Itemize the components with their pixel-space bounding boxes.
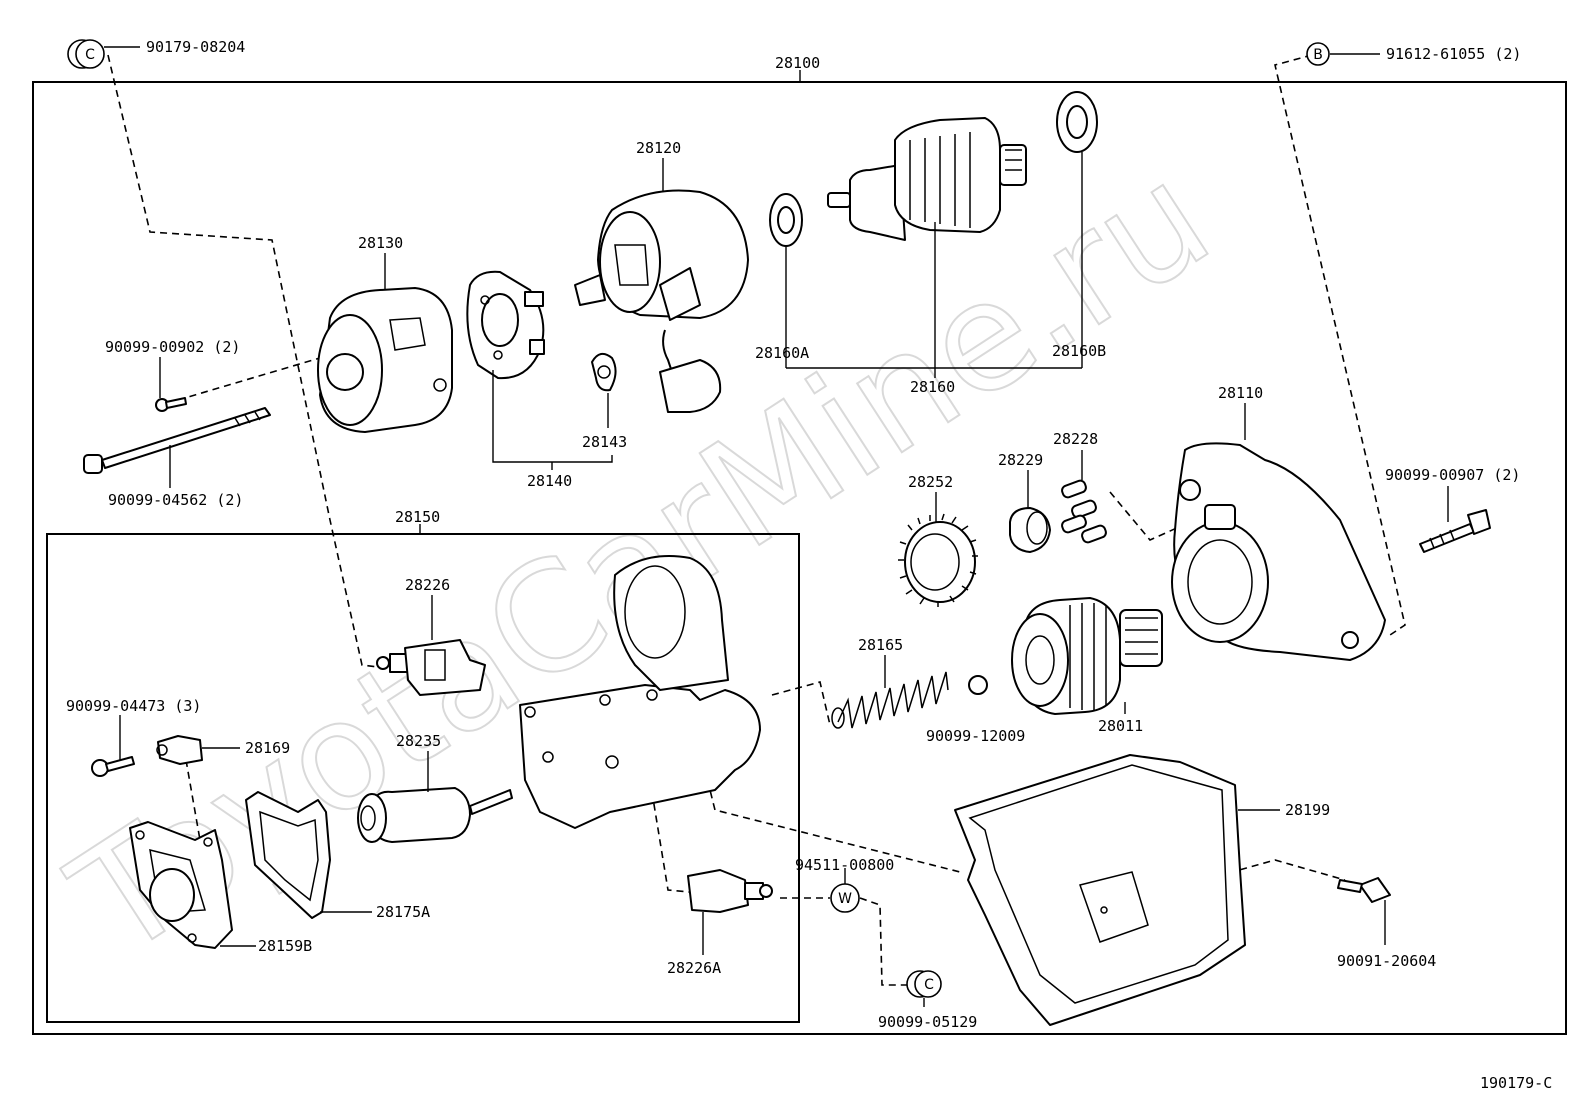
label-28159B: 28159B (258, 937, 312, 955)
part-28160A-bearing (769, 193, 803, 247)
part-28160-armature (827, 117, 1027, 241)
part-28199-cover (954, 754, 1246, 1026)
part-28252-idler-gear (898, 513, 978, 607)
label-28011: 28011 (1098, 717, 1143, 735)
label-28100: 28100 (775, 54, 820, 72)
label-28165: 28165 (858, 636, 903, 654)
ref-line-28169 (185, 759, 201, 841)
ref-letter-w: W (838, 891, 852, 907)
part-28165-spring (831, 671, 949, 729)
ref-c-top: C (67, 39, 105, 69)
part-90099-04562-bolt (83, 407, 271, 474)
label-28169: 28169 (245, 739, 290, 757)
part-90099-00907-bolt (1419, 509, 1491, 553)
label-28226A: 28226A (667, 959, 721, 977)
label-28229: 28229 (998, 451, 1043, 469)
part-28228-rollers (1061, 479, 1107, 544)
part-28235-plunger (357, 787, 513, 843)
ref-line-28130-screw (177, 354, 331, 401)
label-28160A: 28160A (755, 344, 809, 362)
ref-line-w (780, 897, 918, 986)
label-90099-04562: 90099-04562 (2) (108, 491, 243, 509)
part-90099-00902-screw (155, 397, 187, 412)
label-28175A: 28175A (376, 903, 430, 921)
label-28252: 28252 (908, 473, 953, 491)
ref-letter-c-top: C (85, 47, 95, 63)
label-90099-12009: 90099-12009 (926, 727, 1025, 745)
label-28160: 28160 (910, 378, 955, 396)
label-90099-00907: 90099-00907 (2) (1385, 466, 1520, 484)
label-90099-05129: 90099-05129 (878, 1013, 977, 1031)
part-28140-brush-holder (466, 270, 545, 380)
part-90099-12009-ball (968, 675, 988, 695)
part-28143-brush-spring (591, 352, 617, 392)
label-90099-00902: 90099-00902 (2) (105, 338, 240, 356)
part-28130-end-frame (317, 287, 453, 433)
part-90099-04473-screw (91, 756, 135, 777)
part-28159B-plate (129, 821, 233, 949)
part-28169-contact (156, 735, 203, 765)
part-28229-retainer (1009, 507, 1051, 553)
part-28011-starter-clutch (1011, 597, 1163, 715)
ref-letter-c-bottom: C (924, 977, 934, 993)
part-28110-drive-housing (1171, 442, 1386, 661)
label-28160B: 28160B (1052, 342, 1106, 360)
ref-line-28110 (1109, 491, 1191, 541)
label-90091-20604: 90091-20604 (1337, 952, 1436, 970)
label-28199: 28199 (1285, 801, 1330, 819)
label-90099-04473: 90099-04473 (3) (66, 697, 201, 715)
part-28150-switch-housing (519, 555, 761, 829)
subassembly-frame-28150 (46, 533, 800, 1023)
part-28175A-gasket (245, 791, 331, 919)
label-28140: 28140 (527, 472, 572, 490)
ref-w: W (830, 883, 860, 913)
part-28226-terminal (376, 639, 486, 696)
part-28120-yoke (574, 189, 749, 413)
ref-b-top: B (1306, 42, 1330, 66)
label-94511-00800: 94511-00800 (795, 856, 894, 874)
label-28228: 28228 (1053, 430, 1098, 448)
label-28150: 28150 (395, 508, 440, 526)
drawing-id: 190179-C (1480, 1074, 1552, 1092)
label-28235: 28235 (396, 732, 441, 750)
ref-c-bottom: C (906, 970, 942, 998)
label-28110: 28110 (1218, 384, 1263, 402)
label-28120: 28120 (636, 139, 681, 157)
part-28160B-bearing (1056, 91, 1098, 153)
label-28143: 28143 (582, 433, 627, 451)
ref-line-28165 (771, 681, 831, 726)
label-28226: 28226 (405, 576, 450, 594)
label-90179-08204: 90179-08204 (146, 38, 245, 56)
ref-letter-b-top: B (1313, 47, 1323, 63)
part-90091-20604-bolt (1337, 877, 1391, 903)
ref-line-c-top (107, 54, 387, 669)
label-91612-61055: 91612-61055 (2) (1386, 45, 1521, 63)
label-28130: 28130 (358, 234, 403, 252)
ref-line-b-top (1274, 54, 1406, 636)
part-28226A-terminal (687, 869, 773, 913)
